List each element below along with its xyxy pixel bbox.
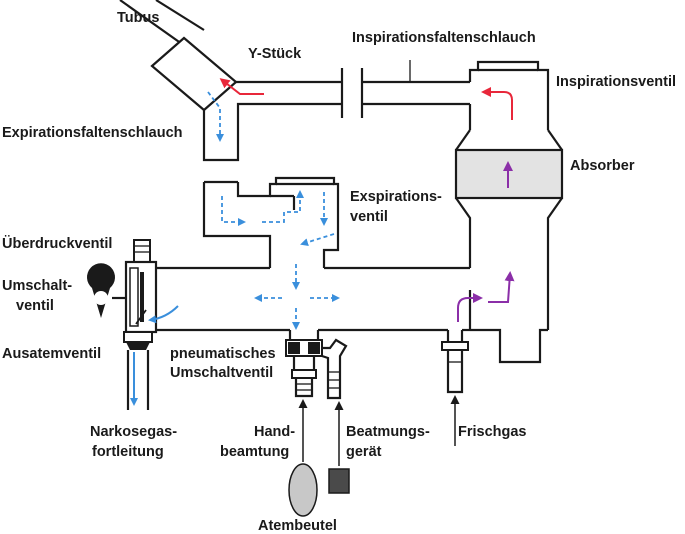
label-frischgas: Frischgas <box>458 424 527 440</box>
inspirationsventil <box>468 60 550 130</box>
beatmungsgeraet-box <box>328 468 350 494</box>
label-y-stueck: Y-Stück <box>248 46 302 62</box>
y-stueck <box>150 36 344 162</box>
label-absorber: Absorber <box>570 158 635 174</box>
fresh-gas-flow-arrows <box>457 161 515 322</box>
label-beatmungsgeraet-line2: gerät <box>346 444 382 460</box>
label-ueberdruckventil: Überdruckventil <box>2 235 112 252</box>
tubus-tube <box>119 0 205 45</box>
pneumatisches-umschaltventil <box>285 330 348 400</box>
supply-arrows <box>135 309 460 466</box>
label-inspirationsfaltenschlauch: Inspirationsfaltenschlauch <box>352 30 536 46</box>
label-exspirationsventil-line2: ventil <box>350 209 388 225</box>
label-inspirationsventil: Inspirationsventil <box>556 74 676 90</box>
label-narkosegas-line2: fortleitung <box>92 444 164 460</box>
label-narkosegas-line1: Narkosegas- <box>90 424 177 440</box>
expiration-flow-arrows <box>130 91 340 406</box>
label-handbeatmung-line1: Hand- <box>254 424 295 440</box>
umschaltventil-knob <box>87 263 126 318</box>
label-tubus: Tubus <box>117 10 159 26</box>
label-handbeatmung-line2: beamtung <box>220 444 289 460</box>
label-ausatemventil: Ausatemventil <box>2 346 101 362</box>
ueberdruckventil <box>124 239 158 334</box>
inspirationsfaltenschlauch <box>360 60 470 118</box>
main-circuit <box>148 266 470 332</box>
inspiration-flow-arrows <box>219 78 513 120</box>
expirationsfaltenschlauch-lower <box>202 176 340 268</box>
label-expirationsfaltenschlauch: Expirationsfaltenschlauch <box>2 125 183 141</box>
label-exspirationsventil-line1: Exspirations- <box>350 189 442 205</box>
label-atembeutel: Atembeutel <box>258 518 337 534</box>
frischgas-inlet <box>441 330 469 394</box>
label-beatmungsgeraet-line1: Beatmungs- <box>346 424 430 440</box>
label-umschaltventil-line1: Umschalt- <box>2 278 72 294</box>
ausatemventil <box>123 331 153 410</box>
atembeutel-bag <box>288 463 318 517</box>
labels: Tubus Y-Stück Inspirationsfaltenschlauch… <box>2 10 676 534</box>
label-pneumatisches-line2: Umschaltventil <box>170 365 273 381</box>
label-umschaltventil-line2: ventil <box>16 298 54 314</box>
label-pneumatisches-line1: pneumatisches <box>170 346 276 362</box>
